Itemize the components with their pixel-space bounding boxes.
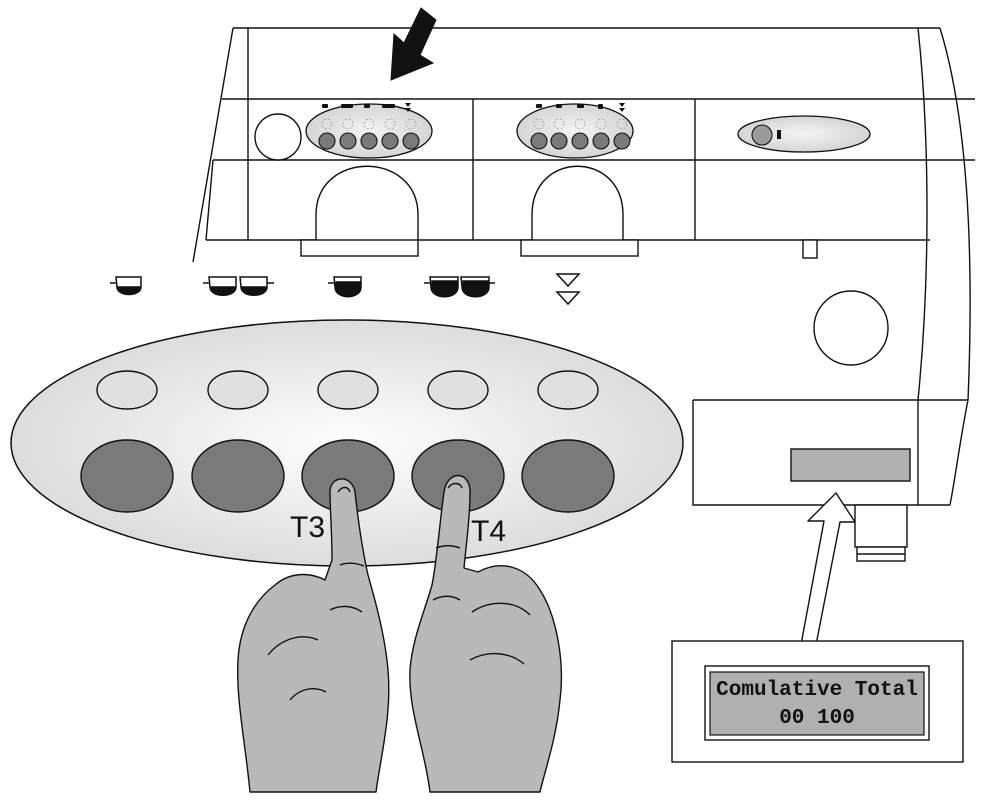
mini-cup-icon (364, 104, 370, 108)
mini-cup-icon (536, 104, 542, 108)
indicator-light-1 (96, 370, 158, 410)
two-large-cups-icon (424, 276, 495, 298)
keypad-key-5[interactable] (521, 439, 615, 513)
group1-key-1[interactable] (318, 132, 336, 150)
dispenser-groups (300, 165, 818, 259)
steam-mini-icon (777, 130, 781, 139)
side-knob[interactable] (813, 290, 889, 366)
label-t4: T4 (471, 515, 506, 548)
mini-cup-icon (598, 104, 603, 109)
steam-key[interactable] (751, 124, 773, 146)
single-large-cup-icon (328, 276, 362, 298)
indicator-light-2 (207, 370, 269, 410)
steam-panel (737, 115, 871, 153)
two-small-cups-icon (203, 276, 274, 296)
lcd-line-1: Comulative Total (716, 679, 918, 702)
mini-cup-icon (577, 104, 584, 108)
right-hand (409, 475, 563, 793)
single-small-cup-icon (110, 276, 142, 296)
enlarged-keypad (10, 319, 684, 567)
group2-key-5[interactable] (613, 132, 631, 150)
group1-small-panel (305, 103, 433, 159)
mini-triangle-icon (405, 103, 411, 112)
group1-key-5[interactable] (402, 132, 420, 150)
group2-key-1[interactable] (530, 132, 548, 150)
lcd-screen (709, 671, 925, 736)
callout-arrow (799, 492, 856, 651)
mini-cups-icon (341, 104, 353, 108)
label-t3: T3 (290, 511, 325, 544)
group1-drip (300, 239, 419, 257)
group1-key-4[interactable] (381, 132, 399, 150)
group1-head (315, 165, 419, 240)
group2-key-3[interactable] (571, 132, 589, 150)
mini-triangle-icon (619, 103, 625, 112)
group1-key-3[interactable] (360, 132, 378, 150)
indicator-light-3 (317, 370, 379, 410)
group2-head (531, 165, 624, 240)
machine-body (192, 27, 975, 401)
water-spout (854, 504, 908, 562)
indicator-light-4 (427, 370, 489, 410)
mini-cups-icon (382, 104, 395, 108)
left-hand (237, 478, 390, 793)
machine-display (790, 448, 911, 482)
steam-nozzle (802, 239, 818, 259)
continuous-dispense-icon (555, 273, 581, 306)
keypad-key-2[interactable] (191, 439, 285, 513)
power-knob[interactable] (254, 113, 302, 161)
group2-key-4[interactable] (592, 132, 610, 150)
group2-key-2[interactable] (550, 132, 568, 150)
lcd-line-2: 00 100 (779, 707, 855, 730)
pointer-arrow (390, 7, 437, 81)
enlarged-icons-row (110, 273, 581, 306)
mini-cup-icon (556, 104, 562, 108)
indicator-light-5 (537, 370, 599, 410)
group1-key-2[interactable] (339, 132, 357, 150)
mini-cup-icon (322, 104, 328, 108)
keypad-key-1[interactable] (80, 439, 174, 513)
group2-small-panel (516, 103, 634, 159)
group2-drip (520, 239, 639, 257)
